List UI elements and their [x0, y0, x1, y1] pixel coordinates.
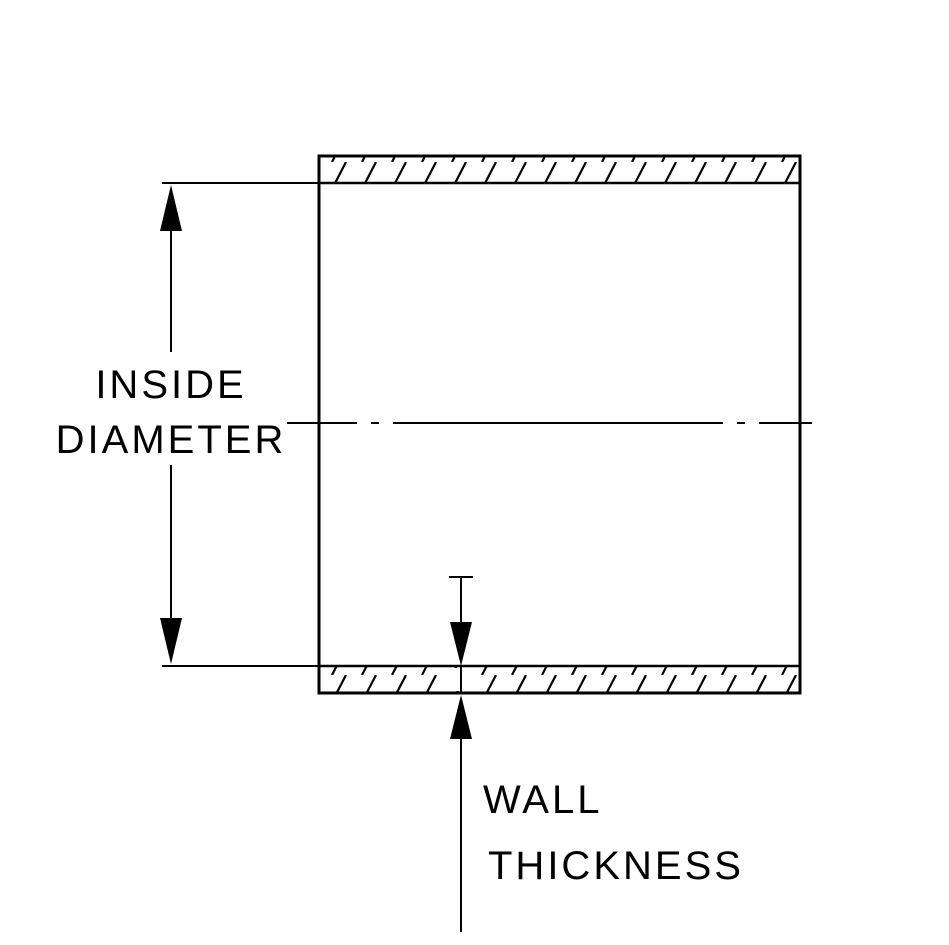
- inside-diameter-label-line1: INSIDE: [95, 363, 246, 407]
- arrowhead-up-icon: [160, 185, 182, 231]
- tube-outline: [317, 154, 802, 695]
- inside-diameter-dimension: INSIDE DIAMETER: [56, 182, 319, 667]
- top-wall-hatching: [319, 156, 800, 183]
- wall-thickness-dimension: WALL THICKNESS: [449, 576, 744, 932]
- arrowhead-up-icon: [450, 695, 472, 739]
- bottom-wall-section: [319, 664, 800, 693]
- wall-thickness-label-line1: WALL: [483, 778, 602, 822]
- arrowhead-down-icon: [160, 618, 182, 664]
- tube-body: [317, 154, 802, 695]
- arrowhead-down-icon: [450, 622, 472, 666]
- top-wall-section: [319, 156, 800, 185]
- wall-thickness-label-line2: THICKNESS: [488, 844, 744, 888]
- inside-diameter-label-line2: DIAMETER: [56, 418, 287, 462]
- bottom-wall-hatching: [319, 666, 800, 693]
